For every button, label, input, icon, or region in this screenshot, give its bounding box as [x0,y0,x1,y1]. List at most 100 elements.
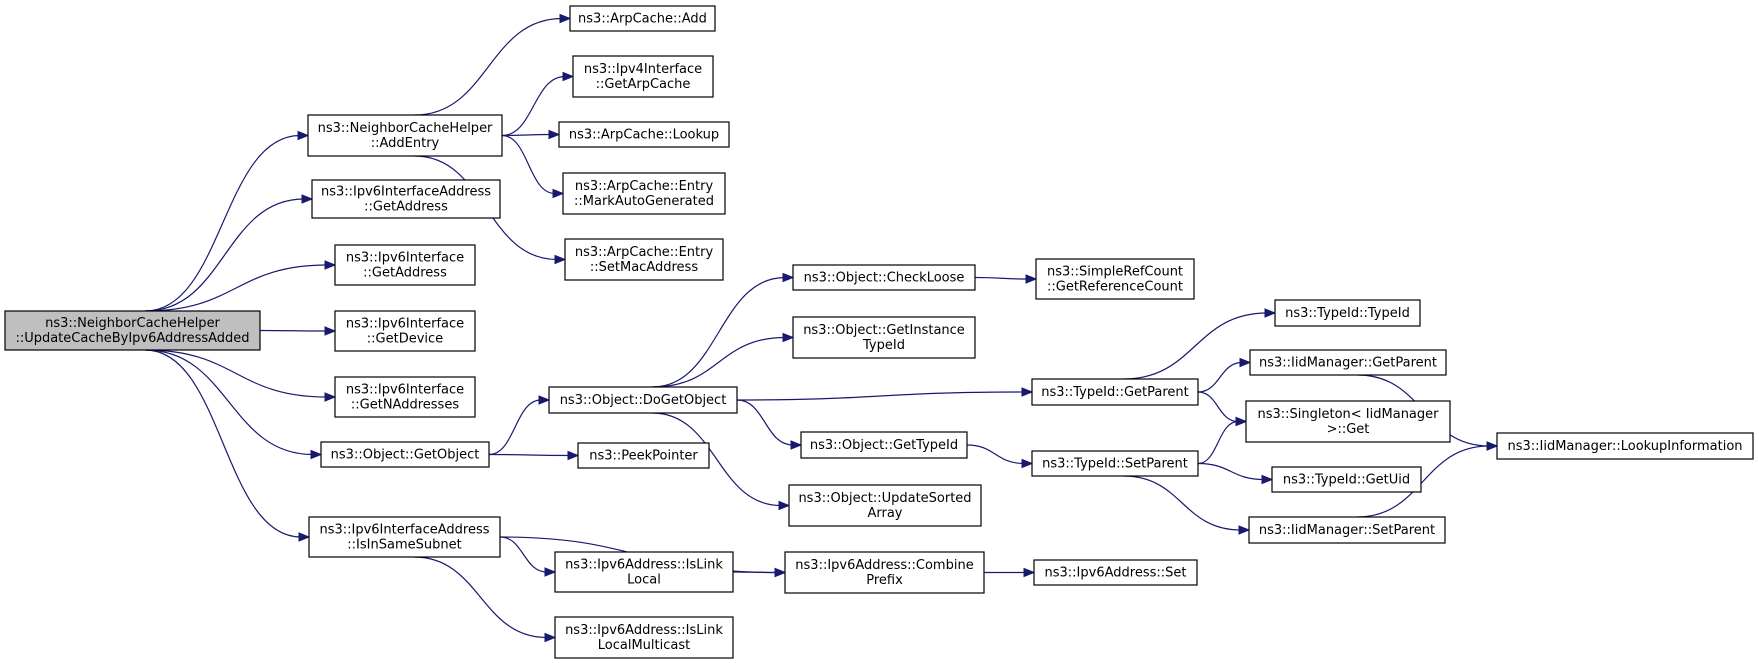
node-label: LocalMulticast [598,638,690,653]
node-checkloose[interactable]: ns3::Object::CheckLoose [792,264,976,291]
node-if_getnaddresses[interactable]: ns3::Ipv6Interface::GetNAddresses [334,376,476,418]
node-label: ns3::Ipv6Address::IsLink [565,623,723,638]
node-arp_add[interactable]: ns3::ArpCache::Add [569,5,716,32]
node-label: ns3::Object::GetInstance [803,323,965,338]
arrowhead-gettypeid [790,440,803,450]
node-label: Local [627,573,661,588]
edge-root-to-if_getaddress [145,264,328,312]
arrowhead-ifaddr_getaddress [301,194,314,204]
node-ipv6_set[interactable]: ns3::Ipv6Address::Set [1033,559,1198,586]
node-peekpointer[interactable]: ns3::PeekPointer [577,442,710,469]
node-label: ns3::Object::DoGetObject [560,393,727,408]
node-arp_setmac[interactable]: ns3::ArpCache::Entry::SetMacAddress [564,238,724,281]
node-label: Array [867,506,902,521]
edge-islinklocal-to-combineprefix [732,571,778,574]
node-dogetobject[interactable]: ns3::Object::DoGetObject [548,386,738,414]
arrowhead-arp_add [559,13,572,24]
node-label: ns3::NeighborCacheHelper [45,316,220,331]
edge-typeid_getparent-to-typeid_typeid [1123,312,1268,380]
arrowhead-arp_setmac [554,254,567,265]
node-label: >::Get [1327,422,1370,437]
node-label: ::UpdateCacheByIpv6AddressAdded [15,331,249,346]
node-typeid_setparent[interactable]: ns3::TypeId::SetParent [1031,450,1199,477]
node-isinsamesubnet[interactable]: ns3::Ipv6InterfaceAddress::IsInSameSubne… [308,516,501,558]
node-gettypeid[interactable]: ns3::Object::GetTypeId [800,431,968,459]
node-label: ::AddEntry [371,136,440,151]
edge-iid_setparent-to-iid_lookup [1356,445,1490,518]
node-iid_getparent[interactable]: ns3::IidManager::GetParent [1249,349,1447,376]
node-box [1031,450,1199,477]
edge-isinsamesubnet-to-islinklocalmc [414,556,548,639]
node-label: ns3::Ipv6Interface [346,317,464,332]
node-box [562,172,726,215]
node-box [1035,258,1195,300]
node-ipv4_getarpcache[interactable]: ns3::Ipv4Interface::GetArpCache [572,55,714,98]
node-if_getaddress[interactable]: ns3::Ipv6Interface::GetAddress [334,244,476,286]
node-iid_lookup[interactable]: ns3::IidManager::LookupInformation [1496,432,1754,460]
node-label: ns3::IidManager::SetParent [1259,523,1435,538]
node-getobject[interactable]: ns3::Object::GetObject [320,441,490,468]
arrowhead-checkloose [782,272,795,283]
edge-typeid_getparent-to-singleton_get [1197,391,1239,423]
edge-typeid_setparent-to-iid_setparent [1123,475,1242,531]
edge-dogetobject-to-getinstancetypeid [652,336,786,388]
node-label: ns3::TypeId::SetParent [1042,457,1188,472]
edge-checkloose-to-getrefcount [974,276,1029,280]
arrowhead-islinklocalmc [544,632,557,643]
arrowhead-addentry [297,130,310,141]
arrowhead-updatesorted [778,500,791,511]
node-box [1271,466,1422,493]
edge-addentry-to-ipv4_getarpcache [501,75,566,137]
node-typeid_getparent[interactable]: ns3::TypeId::GetParent [1031,378,1199,406]
node-label: ns3::ArpCache::Lookup [569,128,719,143]
arrowhead-typeid_getparent [1021,387,1034,397]
node-box [334,376,476,418]
node-typeid_typeid[interactable]: ns3::TypeId::TypeId [1274,299,1421,327]
node-label: Prefix [866,573,903,588]
node-label: ns3::Object::GetObject [331,448,480,463]
node-getrefcount[interactable]: ns3::SimpleRefCount::GetReferenceCount [1035,258,1195,300]
node-label: ns3::Ipv6Interface [346,251,464,266]
node-label: ns3::Ipv6Address::Combine [795,558,973,573]
arrowhead-ipv4_getarpcache [562,71,575,82]
node-label: ::GetArpCache [596,77,691,92]
edge-dogetobject-to-updatesorted [652,412,782,507]
node-label: ns3::Ipv4Interface [584,62,702,77]
edge-typeid_getparent-to-iid_getparent [1197,361,1243,393]
node-box [548,386,738,414]
node-box [800,431,968,459]
arrowhead-getrefcount [1025,274,1038,284]
arrowhead-arp_lookup [548,129,561,140]
arrowhead-isinsamesubnet [298,532,311,542]
node-ifaddr_getaddress[interactable]: ns3::Ipv6InterfaceAddress::GetAddress [311,179,501,219]
node-arp_markauto[interactable]: ns3::ArpCache::Entry::MarkAutoGenerated [562,172,726,215]
node-if_getdevice[interactable]: ns3::Ipv6Interface::GetDevice [334,310,476,352]
node-label: ns3::Ipv6Address::IsLink [565,558,723,573]
node-label: ns3::IidManager::LookupInformation [1507,439,1742,454]
node-label: ns3::Object::CheckLoose [804,271,965,286]
node-label: ::GetAddress [364,200,448,215]
node-box [558,121,730,148]
node-box [792,316,976,359]
node-label: ns3::Ipv6Interface [346,383,464,398]
arrowhead-typeid_typeid [1264,308,1277,318]
arrowhead-getobject [310,449,323,460]
node-typeid_getuid[interactable]: ns3::TypeId::GetUid [1271,466,1422,493]
node-root[interactable]: ns3::NeighborCacheHelper::UpdateCacheByI… [4,310,261,351]
node-iid_setparent[interactable]: ns3::IidManager::SetParent [1248,516,1446,544]
node-arp_lookup[interactable]: ns3::ArpCache::Lookup [558,121,730,148]
node-singleton_get[interactable]: ns3::Singleton< IidManager>::Get [1245,400,1451,443]
node-label: ::IsInSameSubnet [347,538,461,553]
node-label: ns3::PeekPointer [589,449,698,464]
arrowhead-typeid_setparent [1021,458,1034,469]
node-label: ::GetAddress [363,266,447,281]
edge-addentry-to-arp_markauto [501,134,556,195]
node-label: ns3::ArpCache::Add [578,12,707,27]
node-addentry[interactable]: ns3::NeighborCacheHelper::AddEntry [307,114,503,157]
